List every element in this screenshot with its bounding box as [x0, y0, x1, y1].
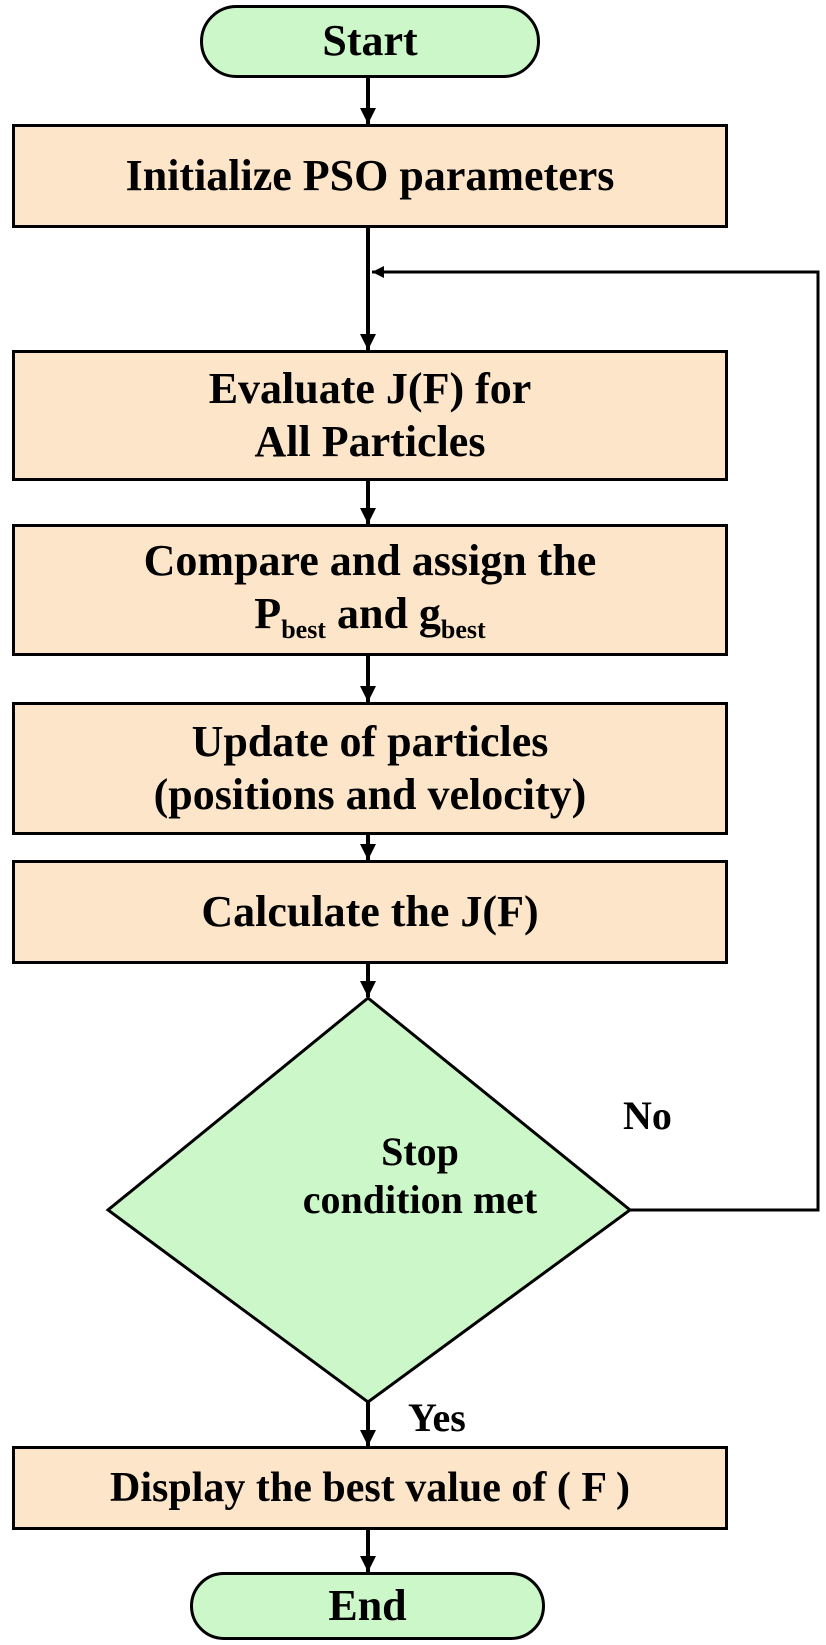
end-label: End [328, 1580, 407, 1630]
compare-box: Compare and assign the Pbest and gbest [12, 524, 728, 656]
evaluate-line1: Evaluate J(F) for [208, 363, 532, 413]
update-line2: (positions and velocity) [153, 769, 587, 819]
no-label: No [623, 1093, 672, 1138]
calculate-label: Calculate the J(F) [201, 886, 539, 936]
display-box: Display the best value of ( F ) [12, 1446, 728, 1530]
compare-line2: Pbest and gbest [254, 588, 485, 645]
pbest-sub: best [281, 614, 326, 644]
decision-line1: Stop [381, 1129, 459, 1174]
yes-label: Yes [408, 1395, 466, 1440]
compare-line1: Compare and assign the [143, 536, 597, 586]
loop-back-connector [372, 266, 820, 1212]
init-box: Initialize PSO parameters [12, 124, 728, 228]
init-label: Initialize PSO parameters [125, 150, 615, 200]
and-text: and [325, 588, 419, 638]
calculate-box: Calculate the J(F) [12, 860, 728, 964]
start-label: Start [322, 16, 418, 66]
evaluate-line2: All Particles [254, 416, 486, 466]
display-label: Display the best value of ( F ) [110, 1464, 630, 1511]
decision-text: Stop condition met [210, 1128, 630, 1224]
gbest-main: g [418, 588, 441, 638]
update-box: Update of particles (positions and veloc… [12, 702, 728, 835]
update-line1: Update of particles [191, 716, 549, 766]
pbest-main: P [254, 588, 282, 638]
end-terminal: End [190, 1572, 545, 1640]
start-terminal: Start [200, 5, 540, 78]
decision-line2: condition met [302, 1177, 538, 1222]
gbest-sub: best [440, 614, 486, 644]
evaluate-box: Evaluate J(F) for All Particles [12, 350, 728, 481]
